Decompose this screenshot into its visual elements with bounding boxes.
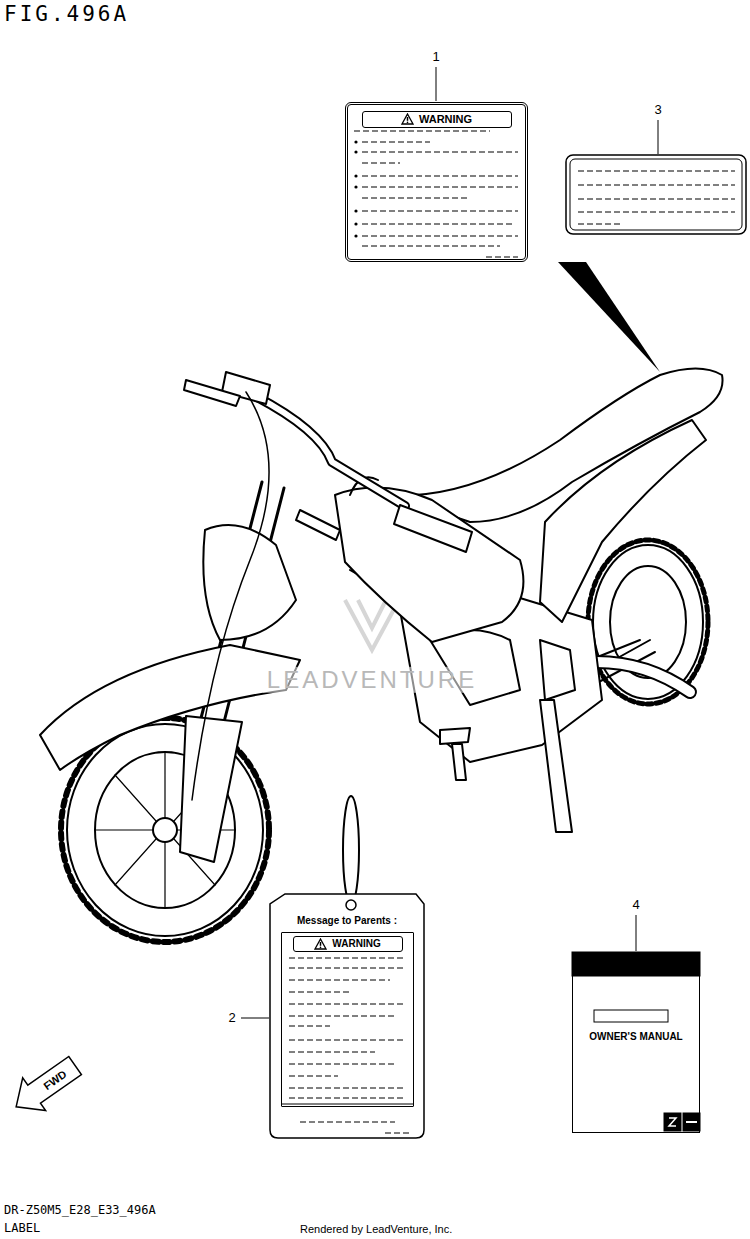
label-text-lines [354,131,518,257]
warning-triangle [314,938,327,950]
callout-number: 1 [432,50,439,64]
render-credit: Rendered by LeadVenture, Inc. [300,1223,452,1235]
section-name: LABEL [4,1222,40,1235]
warning-triangle [401,113,414,125]
manual-title: OWNER'S MANUAL [589,1031,682,1043]
watermark: LEADVENTURE [263,667,481,693]
leader-lines [241,67,658,1018]
warning-box: WARNING [281,932,414,1107]
plain-label [566,155,746,234]
motorcycle-drawing [40,369,723,943]
forward-arrow [5,1049,87,1123]
tag-heading: Message to Parents : [297,915,397,927]
owners-manual: OWNER'S MANUAL [572,952,700,1133]
figure-title: FIG.496A [4,3,129,26]
warning-heading: WARNING [332,938,380,950]
warning-heading: WARNING [419,113,472,126]
owners-manual-cover [572,952,700,1131]
callout-number: 3 [654,103,661,117]
callout-number: 4 [632,898,639,912]
hang-tag-card: Message to Parents : WARNING [270,895,424,1138]
warning-label: WARNING [345,102,528,262]
drawing-code: DR-Z50M5_E28_E33_496A [4,1204,156,1217]
callout-number: 2 [228,1011,235,1025]
warning-header: WARNING [293,936,403,952]
location-pointer [558,262,660,372]
label-bullets [354,140,357,237]
warning-header: WARNING [362,111,512,128]
hang-tag [270,796,424,1138]
direction-label: FWD [41,1068,68,1092]
